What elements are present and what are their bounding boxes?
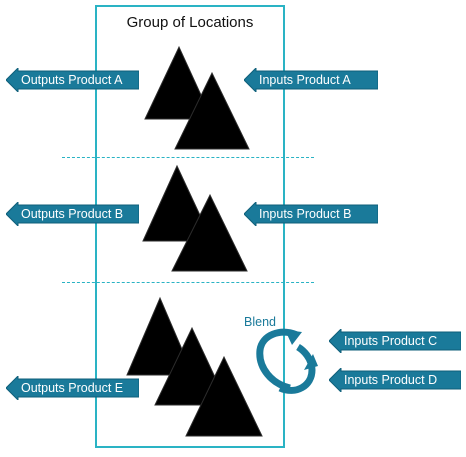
output-arrow-product-b: Outputs Product B bbox=[6, 202, 139, 226]
output-label: Outputs Product E bbox=[21, 381, 124, 395]
input-label: Inputs Product B bbox=[259, 207, 352, 221]
group-title: Group of Locations bbox=[126, 14, 254, 31]
output-arrow-product-a: Outputs Product A bbox=[6, 68, 139, 92]
input-label: Inputs Product D bbox=[344, 373, 438, 387]
section-c-triangles bbox=[126, 296, 263, 437]
section-b-triangles bbox=[142, 164, 248, 272]
section-divider-2 bbox=[62, 282, 314, 283]
location-triangle bbox=[126, 296, 194, 376]
output-label: Outputs Product A bbox=[21, 73, 123, 87]
input-arrow-product-b: Inputs Product B bbox=[244, 202, 378, 226]
group-of-locations-frame bbox=[95, 5, 285, 448]
section-divider-1 bbox=[62, 157, 314, 158]
input-arrow-product-c: Inputs Product C bbox=[329, 329, 461, 353]
location-triangle bbox=[174, 71, 250, 150]
output-label: Outputs Product B bbox=[21, 207, 124, 221]
input-label: Inputs Product A bbox=[259, 73, 351, 87]
output-arrow-product-e: Outputs Product E bbox=[6, 376, 139, 400]
blend-cycle-icon bbox=[256, 328, 318, 394]
location-triangle bbox=[171, 193, 248, 272]
location-triangle bbox=[185, 355, 263, 437]
input-label: Inputs Product C bbox=[344, 334, 438, 348]
input-arrow-product-a: Inputs Product A bbox=[244, 68, 378, 92]
location-triangle bbox=[144, 45, 213, 120]
location-triangle bbox=[142, 164, 213, 242]
blend-label: Blend bbox=[244, 315, 276, 329]
input-arrow-product-d: Inputs Product D bbox=[329, 368, 461, 392]
section-a-triangles bbox=[144, 45, 250, 150]
